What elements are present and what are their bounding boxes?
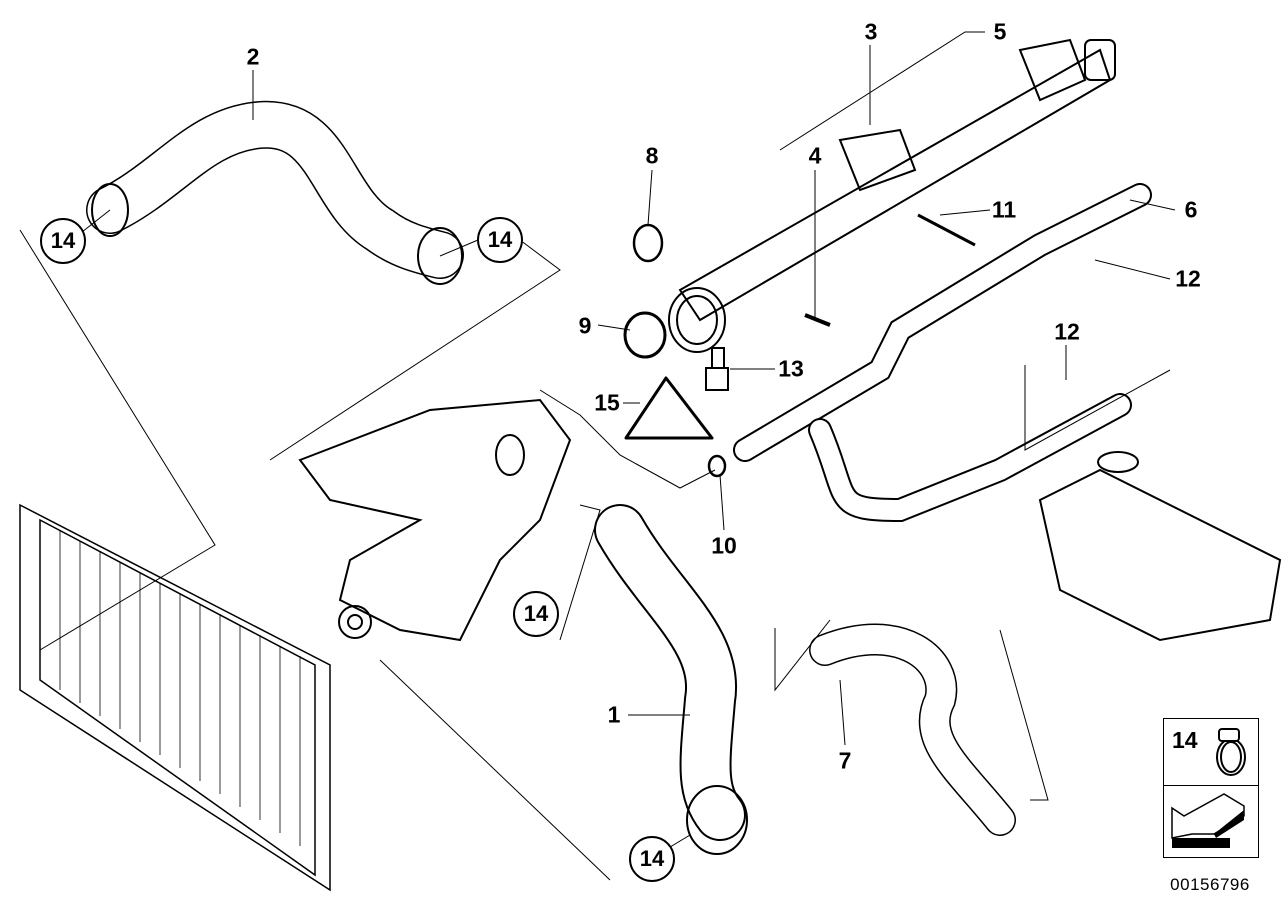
callout-14-upper-right: 14	[477, 217, 523, 263]
callout-5: 5	[993, 18, 1007, 45]
callout-12-lower: 12	[1054, 318, 1080, 345]
callout-8: 8	[645, 142, 659, 169]
document-number: 00156796	[1170, 875, 1250, 894]
callout-12-upper: 12	[1175, 265, 1201, 292]
callout-15: 15	[594, 389, 620, 416]
callout-14-pump: 14	[513, 591, 559, 637]
stud-4	[804, 313, 831, 327]
callout-1: 1	[607, 701, 621, 728]
callout-4: 4	[808, 142, 822, 169]
leader-lines	[19, 31, 1176, 881]
hose-clamp-icon	[1216, 728, 1246, 776]
warning-triangle-15	[624, 376, 714, 440]
callout-7: 7	[838, 747, 852, 774]
callout-6: 6	[1184, 196, 1198, 223]
callout-14-lower: 14	[629, 836, 675, 882]
legend-box: 14	[1163, 718, 1259, 858]
callout-11: 11	[991, 196, 1017, 223]
water-pump	[298, 398, 572, 642]
o-ring-8	[632, 223, 664, 263]
coolant-return-pipe	[733, 183, 1152, 523]
callout-2: 2	[246, 43, 260, 70]
callout-14-upper-left: 14	[40, 218, 86, 264]
callout-13: 13	[778, 355, 804, 382]
temperature-sensor	[705, 347, 729, 391]
callout-3: 3	[864, 18, 878, 45]
coolant-pipe	[668, 38, 1116, 353]
bolt-11	[917, 213, 976, 247]
arrow-icon	[1171, 793, 1245, 848]
upper-radiator-hose	[86, 100, 464, 285]
legend-part-number: 14	[1172, 727, 1198, 753]
expansion-tank-hose	[809, 623, 1016, 836]
lower-radiator-hose	[594, 504, 748, 855]
gasket-9	[623, 311, 667, 359]
callout-9: 9	[578, 312, 592, 339]
radiator	[19, 503, 331, 892]
o-ring-10	[707, 454, 727, 478]
callout-10: 10	[711, 532, 737, 559]
expansion-tank	[1038, 451, 1282, 642]
